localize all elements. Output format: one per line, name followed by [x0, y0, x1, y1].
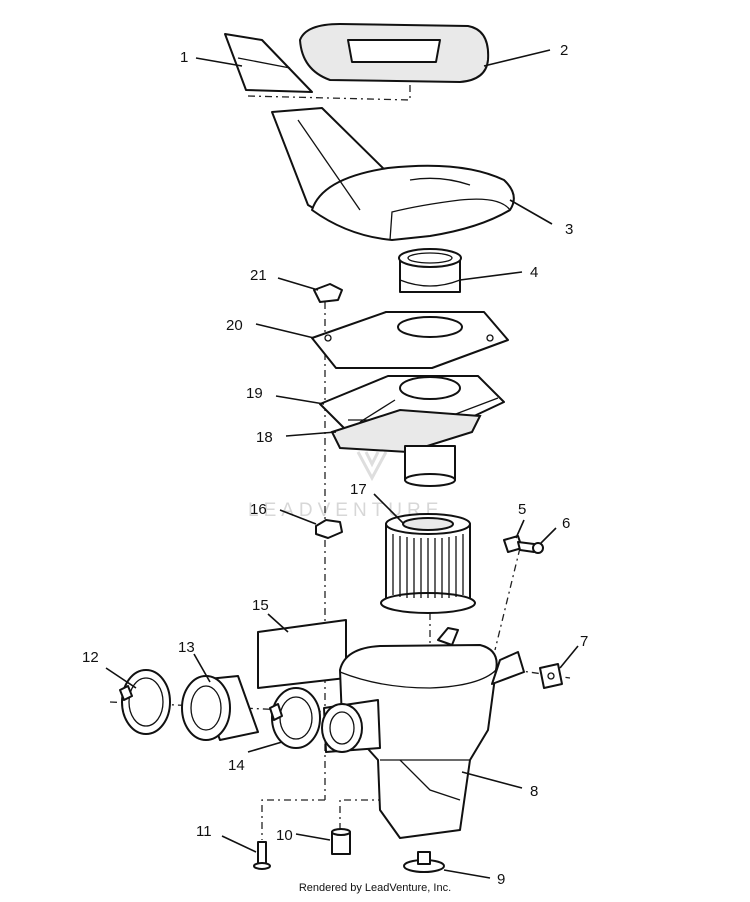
part-18-seal-ring	[330, 408, 482, 454]
part-3-upper-housing	[311, 164, 515, 241]
leader-6	[539, 527, 557, 545]
part-8-airbox	[339, 644, 498, 839]
leader-16	[279, 509, 317, 525]
leader-20	[255, 323, 315, 339]
leader-3	[509, 199, 553, 225]
callout-19: 19	[246, 385, 263, 402]
leader-1	[195, 57, 243, 67]
watermark-logo-icon	[356, 451, 388, 482]
callout-11: 11	[196, 823, 212, 840]
callout-14: 14	[228, 757, 245, 774]
cover-axis-line	[247, 85, 411, 101]
leader-8	[461, 771, 523, 789]
plug-axis-line	[339, 799, 385, 830]
callout-1: 1	[180, 49, 188, 66]
part-21-nut	[313, 283, 343, 303]
leader-11	[221, 835, 257, 853]
leader-12	[105, 667, 137, 689]
leader-19	[275, 395, 325, 405]
callout-13: 13	[178, 639, 195, 656]
callout-18: 18	[256, 429, 273, 446]
leader-2	[483, 49, 551, 67]
airbox-mount-tab	[491, 651, 525, 685]
bolt-axis-line-lower	[261, 799, 325, 840]
callout-21: 21	[250, 267, 267, 284]
leader-17	[373, 493, 405, 525]
leader-15	[267, 613, 289, 633]
callout-2: 2	[560, 42, 568, 59]
leader-9	[443, 869, 491, 879]
part-6-washer	[532, 542, 544, 554]
callout-17: 17	[350, 481, 367, 498]
callout-8: 8	[530, 783, 538, 800]
callout-3: 3	[565, 221, 573, 238]
leader-13	[193, 653, 211, 683]
leader-14	[247, 741, 283, 753]
leader-10	[295, 833, 331, 841]
leader-4	[459, 271, 523, 281]
callout-9: 9	[497, 871, 505, 888]
leader-5	[515, 519, 525, 539]
callout-15: 15	[252, 597, 269, 614]
leader-21	[277, 277, 319, 291]
bolt5-axis-line	[494, 547, 521, 651]
part-7-clip	[539, 663, 563, 689]
footer-credit: Rendered by LeadVenture, Inc.	[298, 882, 452, 894]
part-15-label	[257, 619, 347, 689]
callout-16: 16	[250, 501, 267, 518]
callout-4: 4	[530, 264, 538, 281]
part-16-nut	[315, 519, 343, 539]
leader-18	[285, 431, 337, 437]
part-11-screw	[257, 841, 267, 865]
part-1-intake-cover	[224, 33, 313, 93]
callout-20: 20	[226, 317, 243, 334]
callout-6: 6	[562, 515, 570, 532]
callout-10: 10	[276, 827, 293, 844]
callout-12: 12	[82, 649, 99, 666]
leader-7	[559, 645, 579, 669]
callout-7: 7	[580, 633, 588, 650]
callout-5: 5	[518, 501, 526, 518]
